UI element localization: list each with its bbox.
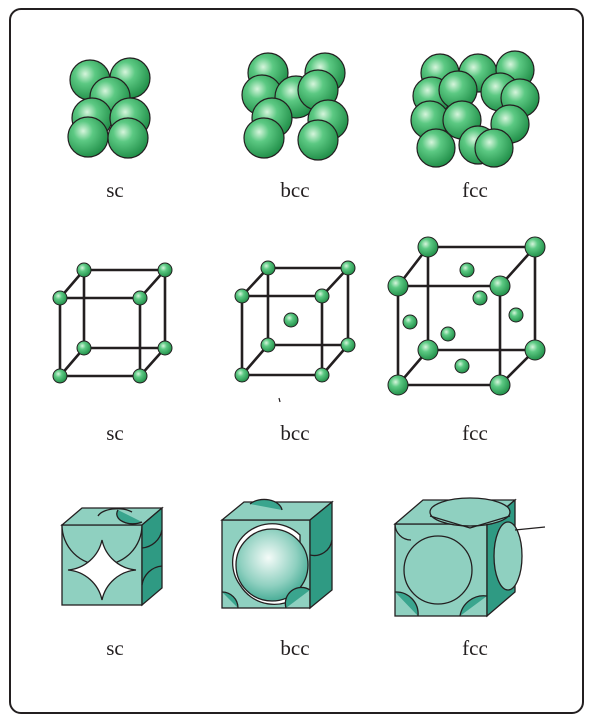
row1-label-bcc: bcc [280, 178, 310, 202]
row3-label-bcc: bcc [280, 636, 310, 660]
row2-label-sc: sc [106, 421, 124, 445]
sc-unit-cell-model [60, 506, 164, 607]
fcc-packing-model [410, 50, 540, 168]
bcc-lattice-model [240, 266, 350, 403]
row1-label-sc: sc [106, 178, 124, 202]
sc-lattice-atoms [52, 262, 173, 384]
bcc-packing-model [241, 52, 349, 161]
row3-label-sc: sc [106, 636, 124, 660]
row2-label-bcc: bcc [280, 421, 310, 445]
fcc-lattice-atoms [387, 236, 546, 396]
sc-lattice-model [58, 268, 167, 378]
fcc-unit-cell-model [393, 497, 546, 618]
sc-packing-model [67, 57, 151, 159]
bcc-unit-cell-model [220, 498, 334, 610]
row1-label-fcc: fcc [462, 178, 488, 202]
row2-label-fcc: fcc [462, 421, 488, 445]
bcc-lattice-atoms [234, 260, 356, 383]
row3-label-fcc: fcc [462, 636, 488, 660]
